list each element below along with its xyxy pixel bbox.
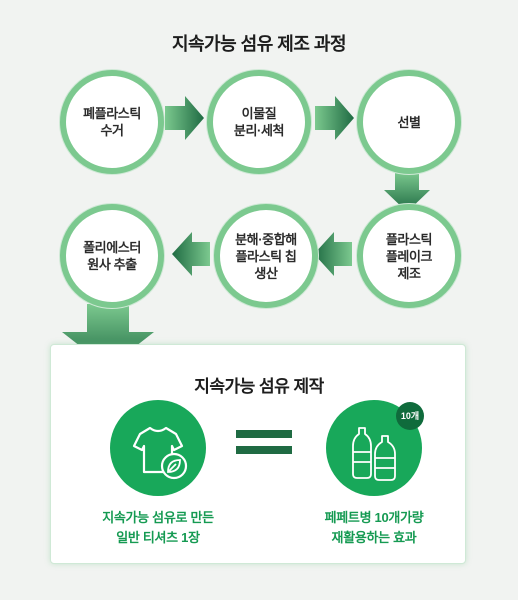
equals-bar-bottom	[236, 446, 292, 454]
arrow-step2-to-step3	[315, 96, 354, 140]
count-badge: 10개	[396, 402, 424, 430]
arrow-step3-to-step4	[384, 172, 430, 212]
diagram-title: 지속가능 섬유 제조 과정	[171, 34, 347, 54]
bottles-caption: 페페트병 10개가량 재활용하는 효과	[324, 510, 424, 545]
step-make-flakes: 플라스틱 플레이크 제조	[357, 204, 461, 308]
step-produce-chips: 분해·중합해 플라스틱 칩 생산	[214, 204, 318, 308]
arrow-step4-to-step5	[314, 232, 352, 276]
tshirt-caption: 지속가능 섬유로 만든 일반 티셔츠 1장	[102, 510, 214, 545]
step-extract-yarn: 폴리에스터 원사 추출	[60, 204, 164, 308]
plastic-bottles-icon	[352, 427, 396, 481]
step-sort: 선별	[357, 70, 461, 174]
tshirt-circle	[110, 400, 206, 496]
arrow-step1-to-step2	[165, 96, 204, 140]
arrow-step5-to-step6	[172, 232, 210, 276]
tshirt-leaf-icon	[132, 426, 188, 480]
arrow-step6-to-result	[62, 304, 154, 368]
equals-bar-top	[236, 430, 292, 438]
step-wash-separate: 이물질 분리·세척	[207, 70, 311, 174]
result-title: 지속가능 섬유 제작	[194, 377, 324, 396]
step-collect-plastic: 폐플라스틱 수거	[60, 70, 164, 174]
